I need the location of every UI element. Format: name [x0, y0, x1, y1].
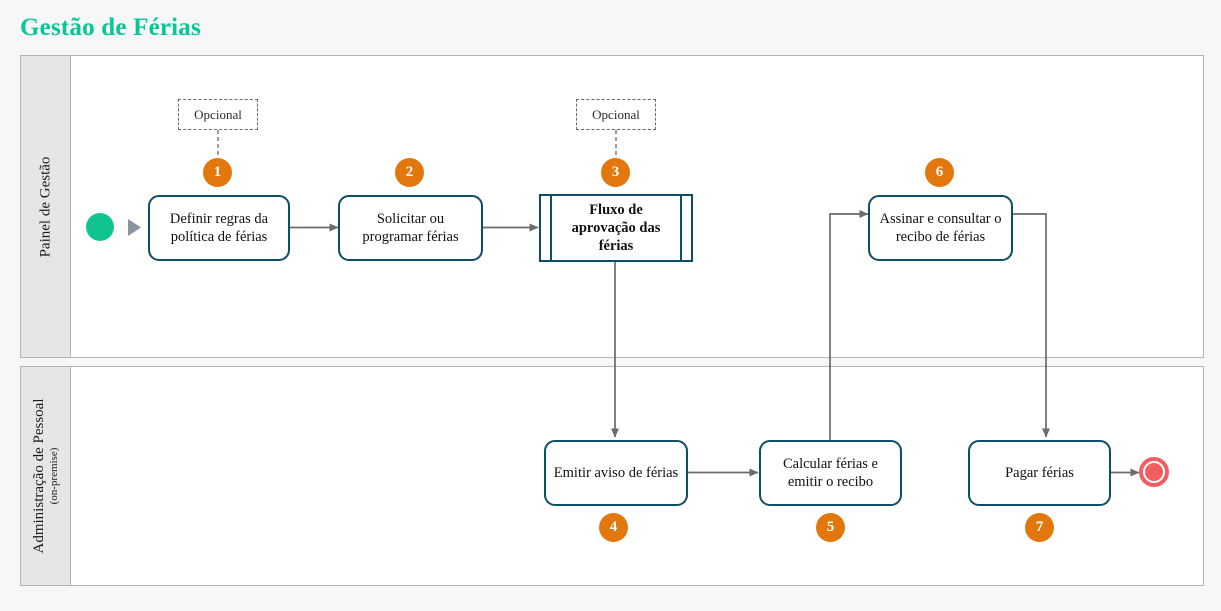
lane-header-painel-de-gestao: Painel de Gestão	[21, 56, 71, 357]
badge-3: 3	[601, 158, 630, 187]
badge-7: 7	[1025, 513, 1054, 542]
task-definir-regras-da-politica-de-ferias[interactable]: Definir regras da política de férias	[148, 195, 290, 261]
annotation-opcional-1: Opcional	[178, 99, 258, 130]
subprocess-left-bar	[541, 196, 552, 260]
task-assinar-e-consultar-o-recibo-de-ferias[interactable]: Assinar e consultar o recibo de férias	[868, 195, 1013, 261]
task-pagar-ferias[interactable]: Pagar férias	[968, 440, 1111, 506]
annotation-opcional-3: Opcional	[576, 99, 656, 130]
badge-5: 5	[816, 513, 845, 542]
subprocess-label: Fluxo de aprovação das férias	[571, 201, 661, 255]
start-event[interactable]	[86, 213, 114, 241]
task-calcular-ferias-e-emitir-o-recibo[interactable]: Calcular férias e emitir o recibo	[759, 440, 902, 506]
task-solicitar-ou-programar-ferias[interactable]: Solicitar ou programar férias	[338, 195, 483, 261]
badge-6: 6	[925, 158, 954, 187]
lane-label-administracao-de-pessoal: Administração de Pessoal (on-premise)	[31, 399, 61, 554]
lane-header-administracao-de-pessoal: Administração de Pessoal (on-premise)	[21, 367, 71, 585]
subprocess-right-bar	[680, 196, 691, 260]
badge-1: 1	[203, 158, 232, 187]
lane-label-painel-de-gestao: Painel de Gestão	[36, 156, 53, 257]
page-title: Gestão de Férias	[20, 14, 201, 41]
subprocess-fluxo-de-aprovacao-das-ferias[interactable]: Fluxo de aprovação das férias	[539, 194, 693, 262]
lane-label-sub: (on-premise)	[47, 447, 60, 505]
lane-label-main: Administração de Pessoal	[30, 398, 47, 554]
badge-4: 4	[599, 513, 628, 542]
end-event-inner-ring	[1143, 461, 1165, 483]
badge-2: 2	[395, 158, 424, 187]
task-emitir-aviso-de-ferias[interactable]: Emitir aviso de férias	[544, 440, 688, 506]
end-event[interactable]	[1139, 457, 1169, 487]
